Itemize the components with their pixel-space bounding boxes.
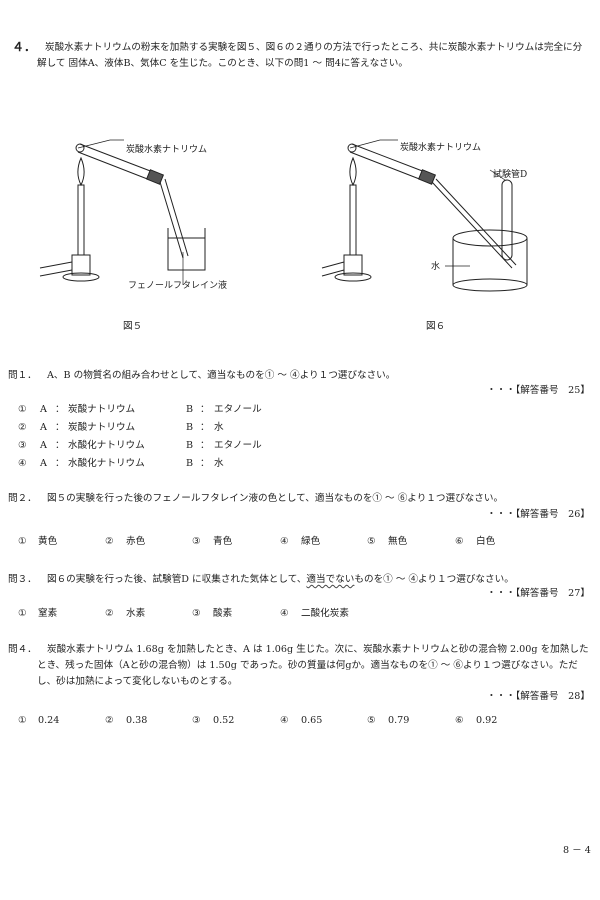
colon: ： — [200, 404, 210, 415]
option-text: 酸素 — [213, 608, 233, 619]
option-number: ③ — [192, 715, 201, 726]
option-number: ⑥ — [455, 715, 464, 726]
fig5-label-sodium-bicarbonate: 炭酸水素ナトリウム — [126, 145, 208, 155]
option-b: 水 — [214, 422, 224, 433]
a-label: A — [40, 458, 47, 469]
colon: ： — [55, 458, 65, 469]
option-text: 二酸化炭素 — [301, 608, 349, 619]
fig5-label-phenolphthalein: フェノールフタレイン液 — [128, 281, 228, 291]
option-text: 窒素 — [38, 608, 58, 619]
q3-text-before: 図６の実験を行った後、試験管D に収集された気体として、 — [47, 574, 307, 585]
burner-tube — [77, 184, 85, 256]
option-a: 炭酸ナトリウム — [68, 404, 136, 415]
fig6-caption: 図６ — [426, 321, 446, 332]
option-text: 0.24 — [38, 715, 60, 726]
colon: ： — [200, 440, 210, 451]
option-text: 水素 — [126, 608, 146, 619]
flame — [77, 156, 85, 187]
q2-label: 問２． — [8, 493, 37, 504]
q1-text: A、B の物質名の組み合わせとして、適当なものを① ～ ④より１つ選びなさい。 — [47, 370, 396, 381]
q4-answer-number: ・・・【解答番号 28】 — [486, 691, 590, 702]
q4-line-1: 炭酸水素ナトリウム 1.68g を加熱したとき、A は 1.06g 生じた。次に… — [47, 644, 589, 655]
fig6-label-test-tube-d: 試験管D — [493, 170, 528, 180]
option-number: ① — [18, 404, 27, 415]
option-number: ⑤ — [367, 715, 376, 726]
colon: ： — [200, 458, 210, 469]
q1-answer-number: ・・・【解答番号 25】 — [486, 385, 590, 396]
option-number: ① — [18, 715, 27, 726]
option-number: ⑤ — [367, 536, 376, 547]
b-label: B — [186, 422, 194, 433]
apparatus-figures — [39, 139, 528, 292]
a-label: A — [40, 404, 47, 415]
option-number: ④ — [280, 715, 289, 726]
page-number: 8 － 4 — [563, 845, 591, 856]
q3-emphasis: 適当でない — [306, 574, 355, 585]
option-b: エタノール — [214, 404, 262, 415]
option-a: 炭酸ナトリウム — [68, 422, 136, 433]
fig6-label-water: 水 — [431, 262, 441, 272]
option-number: ① — [18, 536, 27, 547]
colon: ： — [200, 422, 210, 433]
intro-line-2: 解して 固体A、液体B、気体C を生じた。このとき、以下の問1 ～ 問4に答えな… — [37, 58, 408, 69]
option-number: ④ — [280, 608, 289, 619]
b-label: B — [186, 440, 194, 451]
intro-line-1: 炭酸水素ナトリウムの粉末を加熱する実験を図５、図６の２通りの方法で行ったところ、… — [45, 42, 583, 53]
option-text: 0.92 — [476, 715, 498, 726]
question-number: ４． — [12, 40, 37, 54]
fig5-caption: 図５ — [123, 321, 143, 332]
q4-line-2: とき、残った固体（Aと砂の混合物）は 1.50g であった。砂の質量は何gか。適… — [37, 660, 578, 671]
option-a: 水酸化ナトリウム — [68, 458, 145, 469]
option-text: 0.65 — [301, 715, 323, 726]
q3-answer-number: ・・・【解答番号 27】 — [486, 588, 590, 599]
q4-label: 問４． — [8, 644, 37, 655]
option-number: ③ — [192, 536, 201, 547]
option-number: ② — [18, 422, 27, 433]
option-a: 水酸化ナトリウム — [68, 440, 145, 451]
colon: ： — [55, 422, 65, 433]
option-text: 白色 — [476, 536, 496, 547]
option-number: ③ — [192, 608, 201, 619]
option-b: エタノール — [214, 440, 262, 451]
option-number: ② — [105, 715, 114, 726]
fig6-label-sodium-bicarbonate: 炭酸水素ナトリウム — [400, 143, 482, 153]
option-text: 赤色 — [126, 536, 146, 547]
q3-label: 問３． — [8, 574, 37, 585]
colon: ： — [55, 404, 65, 415]
option-number: ③ — [18, 440, 27, 451]
q2-text: 図５の実験を行った後のフェノールフタレイン液の色として、適当なものを① ～ ⑥よ… — [47, 493, 504, 504]
option-number: ⑥ — [455, 536, 464, 547]
q2-answer-number: ・・・【解答番号 26】 — [486, 509, 590, 520]
test-tube-d — [501, 179, 513, 261]
b-label: B — [186, 458, 194, 469]
option-text: 0.52 — [213, 715, 235, 726]
option-text: 0.38 — [126, 715, 148, 726]
colon: ： — [55, 440, 65, 451]
option-number: ② — [105, 536, 114, 547]
figure-6-drawing — [321, 139, 528, 292]
option-number: ④ — [18, 458, 27, 469]
q3-text: 図６の実験を行った後、試験管D に収集された気体として、適当でないものを① ～ … — [47, 574, 514, 586]
q3-text-after: ものを① ～ ④より１つ選びなさい。 — [354, 574, 514, 585]
a-label: A — [40, 440, 47, 451]
option-b: 水 — [214, 458, 224, 469]
option-text: 0.79 — [388, 715, 410, 726]
option-number: ① — [18, 608, 27, 619]
q1-label: 問１． — [8, 370, 37, 381]
option-number: ④ — [280, 536, 289, 547]
option-number: ② — [105, 608, 114, 619]
figure-5-drawing — [39, 139, 206, 285]
option-text: 緑色 — [301, 536, 321, 547]
b-label: B — [186, 404, 194, 415]
option-text: 無色 — [388, 536, 408, 547]
a-label: A — [40, 422, 47, 433]
option-text: 黄色 — [38, 536, 58, 547]
q4-line-3: し、砂は加熱によって変化しないものとする。 — [37, 676, 238, 687]
option-text: 青色 — [213, 536, 233, 547]
